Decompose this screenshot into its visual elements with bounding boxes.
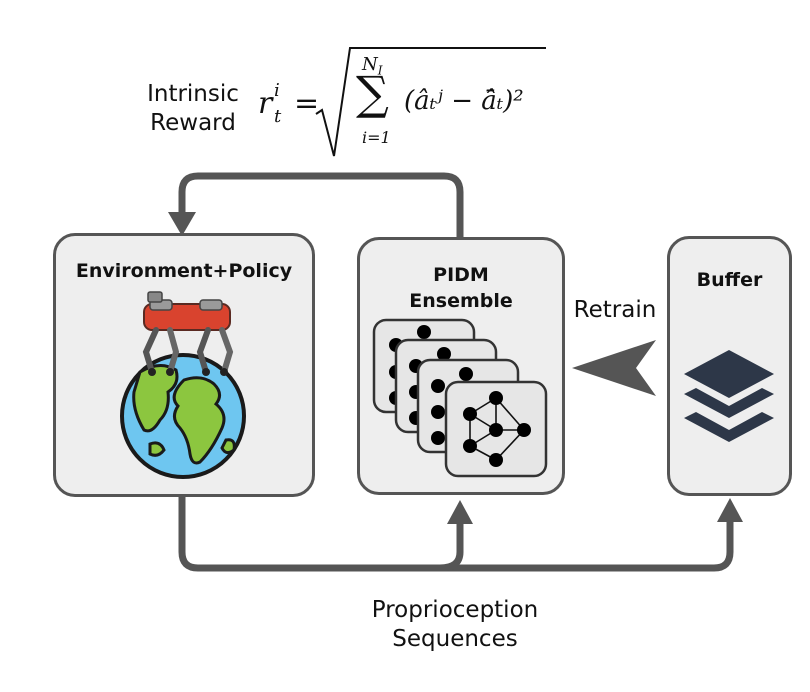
buffer-title: Buffer <box>696 269 763 291</box>
reward-feedback-arrowhead <box>168 212 196 236</box>
environment-policy-title: Environment+Policy <box>75 260 293 282</box>
sqrt-symbol <box>315 47 546 157</box>
sum-upper: NI <box>362 54 383 78</box>
formula-lhs: r <box>258 86 273 121</box>
sum-upper-n: N <box>362 54 378 75</box>
proprioception-label: Proprioception Sequences <box>340 596 570 654</box>
proprioception-label-line1: Proprioception <box>371 597 539 623</box>
sum-body: (âₜʲ − ā̂ₜ)² <box>404 86 524 116</box>
reward-label: Intrinsic Reward <box>128 80 258 138</box>
network-card-4 <box>444 380 548 478</box>
reward-label-line1: Intrinsic <box>147 81 239 107</box>
proprioception-label-line2: Sequences <box>392 626 518 652</box>
reward-feedback-arrow <box>178 172 464 242</box>
formula-eq: = <box>294 86 320 121</box>
reward-label-line2: Reward <box>150 110 236 136</box>
retrain-label: Retrain <box>573 297 657 323</box>
reward-formula: r i t = NI ∑ i=1 (âₜʲ − ā̂ₜ)² <box>258 44 558 164</box>
formula-sup: i <box>274 80 280 101</box>
pidm-title-line2: Ensemble <box>409 290 513 312</box>
sigma-symbol: ∑ <box>356 66 389 120</box>
earth-icon <box>120 353 246 479</box>
sum-lower: i=1 <box>362 128 391 147</box>
proprioception-arrowhead-pidm <box>447 500 473 524</box>
formula-sub: t <box>274 106 282 127</box>
proprioception-line <box>178 496 734 572</box>
pidm-title-line1: PIDM <box>433 264 489 286</box>
proprioception-branch-pidm <box>439 524 464 572</box>
sum-upper-sub: I <box>377 63 383 78</box>
quadruped-robot-icon <box>142 291 234 376</box>
proprioception-arrowhead-buffer <box>717 498 743 522</box>
